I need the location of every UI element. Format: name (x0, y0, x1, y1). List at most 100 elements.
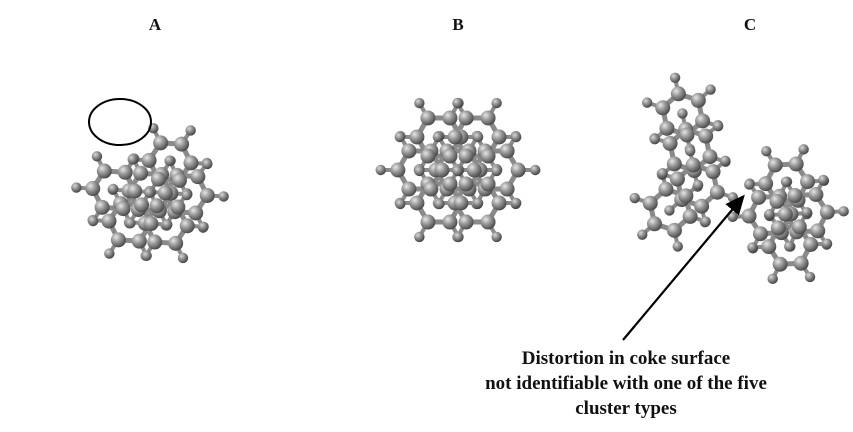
carbon-atom (134, 197, 150, 213)
carbon-atom (199, 187, 215, 203)
hydrogen-atom (198, 221, 209, 232)
carbon-atom (458, 176, 474, 192)
hydrogen-atom (700, 216, 711, 227)
carbon-atom (115, 201, 131, 217)
highlight-circle (88, 98, 152, 146)
carbon-atom (669, 171, 685, 187)
carbon-atom (458, 214, 474, 230)
hydrogen-atom (767, 273, 778, 285)
carbon-atom (788, 156, 804, 172)
carbon-atom (793, 255, 809, 271)
hydrogen-atom (91, 151, 103, 162)
hydrogen-atom (472, 197, 484, 209)
hydrogen-atom (641, 97, 653, 108)
hydrogen-atom (434, 198, 445, 210)
hydrogen-atom (677, 108, 688, 119)
hydrogen-atom (511, 197, 522, 209)
hydrogen-atom (185, 125, 196, 136)
carbon-atom (791, 219, 807, 235)
carbon-atom (690, 92, 706, 108)
hydrogen-atom (394, 131, 405, 143)
hydrogen-atom (669, 72, 681, 83)
carbon-atom (149, 198, 165, 214)
carbon-atom (401, 143, 417, 159)
hydrogen-atom (664, 205, 675, 216)
carbon-atom (133, 165, 149, 181)
hydrogen-atom (472, 131, 484, 143)
hydrogen-atom (821, 238, 833, 249)
carbon-atom (94, 199, 110, 215)
hydrogen-atom (162, 219, 173, 230)
carbon-atom (777, 206, 793, 222)
carbon-atom (709, 184, 725, 200)
carbon-atom (658, 181, 674, 197)
carbon-atom (101, 213, 117, 229)
carbon-atom (434, 162, 450, 178)
carbon-atom (510, 162, 526, 178)
hydrogen-atom (414, 231, 425, 243)
hydrogen-atom (452, 97, 463, 109)
hydrogen-atom (177, 252, 189, 264)
carbon-atom (174, 136, 190, 152)
carbon-atom (420, 148, 436, 164)
carbon-atom (458, 148, 474, 164)
panel-label-c: C (744, 15, 756, 34)
hydrogen-atom (164, 155, 175, 166)
carbon-atom (666, 222, 682, 238)
hydrogen-atom (685, 145, 696, 157)
carbon-atom (751, 189, 767, 205)
carbon-atom (480, 214, 496, 230)
carbon-atom (803, 237, 819, 253)
hydrogen-atom (144, 187, 155, 199)
carbon-atom (127, 183, 143, 199)
hydrogen-atom (511, 131, 522, 143)
hydrogen-atom (453, 231, 464, 243)
carbon-atom (685, 157, 701, 173)
carbon-atom (705, 164, 721, 180)
carbon-atom (480, 148, 496, 164)
hydrogen-atom (414, 97, 425, 109)
carbon-atom (679, 127, 695, 143)
hydrogen-atom (629, 192, 640, 204)
carbon-atom (409, 129, 425, 145)
carbon-atom (110, 232, 126, 248)
carbon-atom (480, 176, 496, 192)
carbon-atom (770, 220, 786, 236)
carbon-atom (153, 135, 169, 151)
annotation-arrow (622, 194, 745, 341)
carbon-atom (143, 216, 159, 232)
carbon-atom (171, 172, 187, 188)
hydrogen-atom (395, 198, 406, 210)
carbon-atom (670, 86, 686, 102)
carbon-atom (499, 143, 515, 159)
hydrogen-atom (747, 242, 758, 253)
carbon-atom (150, 171, 166, 187)
carbon-atom (491, 195, 507, 211)
hydrogen-atom (712, 120, 724, 132)
carbon-atom (442, 214, 458, 230)
hydrogen-atom (692, 179, 704, 191)
hydrogen-atom (780, 176, 792, 187)
carbon-atom (466, 162, 482, 178)
hydrogen-atom (784, 241, 795, 252)
carbon-atom (752, 226, 768, 242)
hydrogen-atom (432, 131, 444, 143)
carbon-atom (646, 216, 662, 232)
carbon-atom (819, 204, 835, 220)
carbon-atom (808, 186, 824, 202)
hydrogen-atom (452, 165, 463, 177)
carbon-atom (183, 155, 199, 171)
carbon-atom (147, 234, 163, 250)
carbon-atom (96, 163, 112, 179)
carbon-atom (85, 181, 101, 197)
hydrogen-atom (491, 97, 502, 109)
panel-label-a: A (149, 15, 162, 34)
carbon-atom (769, 193, 785, 209)
carbon-atom (787, 188, 803, 204)
hydrogen-atom (804, 271, 816, 283)
hydrogen-atom (127, 154, 138, 165)
hydrogen-atom (761, 146, 772, 157)
hydrogen-atom (649, 134, 660, 145)
carbon-atom (666, 156, 682, 172)
